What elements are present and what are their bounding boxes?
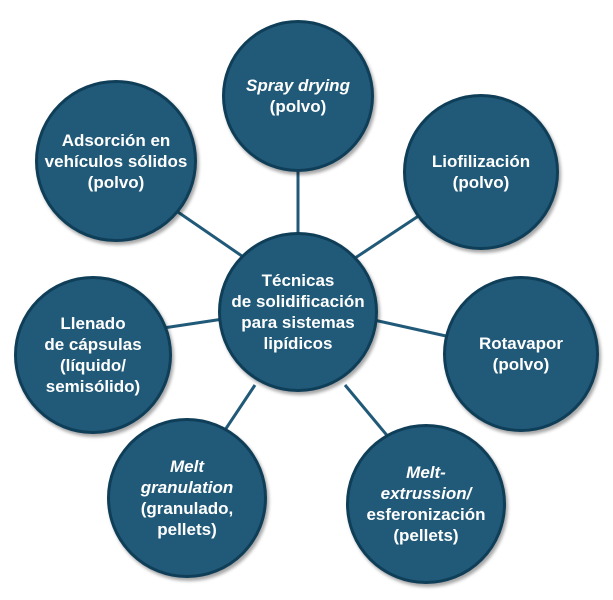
center-line: lipídicos xyxy=(263,334,333,353)
node-melt-extrussion: Melt-extrussion/esferonización (pellets) xyxy=(346,424,506,584)
adsorcion-line: (polvo) xyxy=(87,172,145,192)
center-line: Técnicas xyxy=(261,271,335,290)
adsorcion-line: vehículos sólidos xyxy=(44,151,188,171)
melt-granulation-line: (granulado, xyxy=(140,499,234,518)
spray-drying-line: (polvo) xyxy=(269,97,327,116)
melt-extrussion-line: extrussion/ xyxy=(380,484,472,503)
node-melt-granulation: Melt granulation (granulado, pellets) xyxy=(107,418,267,578)
melt-granulation-line: granulation xyxy=(140,478,234,497)
llenado-capsulas-label: Llenado de cápsulas (líquido/semisólido) xyxy=(44,313,141,397)
center-label: Técnicas de solidificación para sistemas li… xyxy=(231,270,364,354)
llenado-capsulas-line: (líquido/ xyxy=(59,356,127,375)
llenado-capsulas-line: Llenado xyxy=(60,314,126,333)
node-llenado-capsulas: Llenado de cápsulas (líquido/semisólido) xyxy=(14,276,172,434)
spray-drying-label: Spray drying (polvo) xyxy=(246,75,350,117)
melt-extrussion-line: esferonización xyxy=(366,505,486,524)
melt-extrussion-line: (pellets) xyxy=(393,526,459,545)
llenado-capsulas-line: semisólido) xyxy=(45,377,141,396)
liofilizacion-line: (polvo) xyxy=(452,173,510,192)
rotavapor-line: Rotavapor xyxy=(478,334,564,353)
liofilizacion-label: Liofilización (polvo) xyxy=(432,151,530,193)
rotavapor-label: Rotavapor (polvo) xyxy=(479,333,563,375)
melt-granulation-line: Melt xyxy=(170,457,204,476)
node-rotavapor: Rotavapor (polvo) xyxy=(443,276,599,432)
melt-extrussion-label: Melt-extrussion/esferonización (pellets) xyxy=(366,462,485,546)
link-rotavapor xyxy=(364,316,456,340)
adsorcion-line: Adsorción en xyxy=(61,130,171,150)
center-line: para sistemas xyxy=(241,313,355,332)
spray-drying-line: Spray drying xyxy=(246,76,350,95)
melt-extrussion-line: Melt- xyxy=(406,463,446,482)
node-spray-drying: Spray drying (polvo) xyxy=(222,20,374,172)
node-center: Técnicas de solidificación para sistemas li… xyxy=(218,232,378,392)
node-liofilizacion: Liofilización (polvo) xyxy=(403,94,559,250)
melt-granulation-label: Melt granulation (granulado, pellets) xyxy=(141,456,234,540)
melt-granulation-line: pellets) xyxy=(157,520,217,539)
center-line: de solidificación xyxy=(231,292,365,311)
liofilizacion-line: Liofilización xyxy=(431,152,531,171)
llenado-capsulas-line: de cápsulas xyxy=(44,335,142,354)
rotavapor-line: (polvo) xyxy=(492,355,550,374)
